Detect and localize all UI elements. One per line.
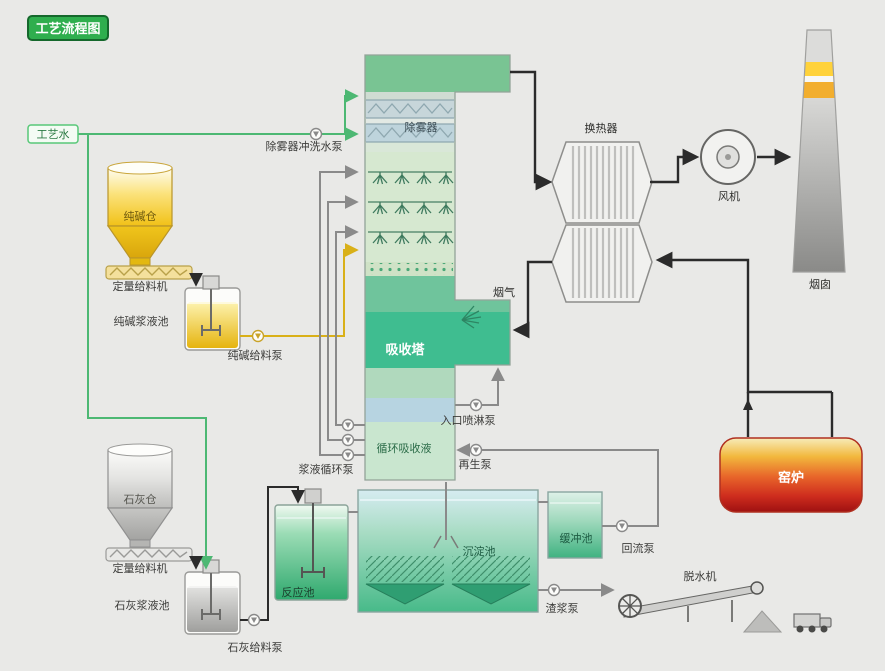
cake-pile <box>742 610 783 633</box>
soda-silo <box>106 161 174 266</box>
process-water-label: 工艺水 <box>37 128 70 141</box>
demister-mesh <box>366 99 454 143</box>
soda-feeder <box>105 265 193 280</box>
pipe-return-regeneration <box>456 443 659 527</box>
flue-gas-label: 烟气 <box>493 285 515 299</box>
soda-slurry-tank-label: 纯碱浆液池 <box>114 314 169 328</box>
packing-dots <box>367 263 453 275</box>
flue-gas-lines <box>510 70 834 437</box>
lamella-plates-left <box>366 556 444 582</box>
regeneration-pump-icon <box>469 443 483 457</box>
lime-feed-pump-label: 石灰给料泵 <box>228 640 283 654</box>
dewatering-label: 脱水机 <box>684 569 717 583</box>
title-badge: 工艺流程图 <box>27 15 109 41</box>
hot-gas-up-arrow <box>743 399 753 410</box>
center-well-flare <box>433 535 442 549</box>
return-pump-icon <box>615 519 629 533</box>
heat-exchanger <box>551 141 653 303</box>
demister-flush-pump-label: 除雾器冲洗水泵 <box>266 139 343 153</box>
regeneration-pump-label: 再生泵 <box>459 457 492 471</box>
hopper-right <box>451 583 531 605</box>
circulation-pump-icon-3 <box>341 448 355 462</box>
dewatering-machine <box>618 581 764 622</box>
reaction-tank <box>274 488 349 601</box>
inlet-duct-spray <box>461 305 482 329</box>
sedimentation-tank <box>357 489 539 613</box>
truck <box>793 613 832 633</box>
spray-headers <box>368 171 454 245</box>
lime-silo-label: 石灰仓 <box>124 492 157 506</box>
soda-slurry-tank <box>184 275 241 351</box>
furnace-label: 窑炉 <box>778 470 804 486</box>
reaction-tank-agitator <box>301 488 325 578</box>
center-well-flare <box>450 535 459 549</box>
slag-pump-icon <box>547 583 561 597</box>
circulating-liquid-label: 循环吸收液 <box>377 441 432 455</box>
demister-flush-pump-icon <box>309 127 323 141</box>
buffer-tank-label: 缓冲池 <box>560 531 593 545</box>
inlet-spray-pump-label: 入口喷淋泵 <box>441 414 496 427</box>
pipe-hot-gas-to-hx <box>655 251 832 394</box>
heat-exchanger-label: 换热器 <box>585 121 618 135</box>
slag-pump-label: 渣浆泵 <box>546 601 579 615</box>
soda-feed-pump-label: 纯碱给料泵 <box>228 348 283 362</box>
return-pump-label: 回流泵 <box>622 541 655 555</box>
demister-label: 除雾器 <box>405 120 438 134</box>
circulation-pump-label: 浆液循环泵 <box>299 462 354 476</box>
inlet-spray-pump-icon <box>469 398 483 412</box>
process-water-lines <box>78 89 359 570</box>
lamella-plates-right <box>452 556 530 582</box>
lime-feed-pump-icon <box>247 613 261 627</box>
lime-silo <box>106 443 174 548</box>
buffer-tank <box>547 491 603 559</box>
chimney-outline <box>792 29 846 273</box>
belt-roller <box>750 581 764 595</box>
equipment-labels: 纯碱仓 定量给料机 纯碱浆液池 纯碱给料泵 除雾器冲洗水泵 除雾器 吸收塔 循环… <box>113 120 832 654</box>
absorber-label: 吸收塔 <box>385 342 425 358</box>
soda-silo-label: 纯碱仓 <box>124 209 157 223</box>
furnace <box>719 437 863 513</box>
pipe-water-to-demister-upper <box>344 89 359 134</box>
soda-feed-pump-icon <box>251 329 265 343</box>
page-title: 工艺流程图 <box>35 21 100 37</box>
lime-slurry-tank-label: 石灰浆液池 <box>115 598 170 612</box>
pipe-inlet-spray <box>455 367 505 406</box>
absorber-outline <box>364 54 511 481</box>
circulation-pump-icon-2 <box>341 433 355 447</box>
soda-tank-agitator <box>201 275 221 336</box>
sedimentation-tank-label: 沉淀池 <box>463 544 496 558</box>
circulation-pump-icon-1 <box>341 418 355 432</box>
soda-feeder-label: 定量给料机 <box>113 279 168 293</box>
chimney-label: 烟囱 <box>809 277 831 291</box>
pipe-clean-gas-to-hx <box>510 70 553 191</box>
hopper-left <box>365 583 445 605</box>
reaction-tank-label: 反应池 <box>282 585 315 599</box>
pipe-hx-to-fan <box>650 148 700 184</box>
fan-label: 风机 <box>718 189 740 203</box>
process-water-tag: 工艺水 <box>27 124 79 144</box>
lime-feeder-label: 定量给料机 <box>113 561 168 575</box>
pipe-hx-to-absorber-inlet <box>512 260 552 339</box>
lime-feeder <box>105 547 193 562</box>
pipe-soda-to-absorber <box>240 243 359 337</box>
fan <box>700 129 756 185</box>
pipe-water-to-lime-tank <box>87 134 213 570</box>
